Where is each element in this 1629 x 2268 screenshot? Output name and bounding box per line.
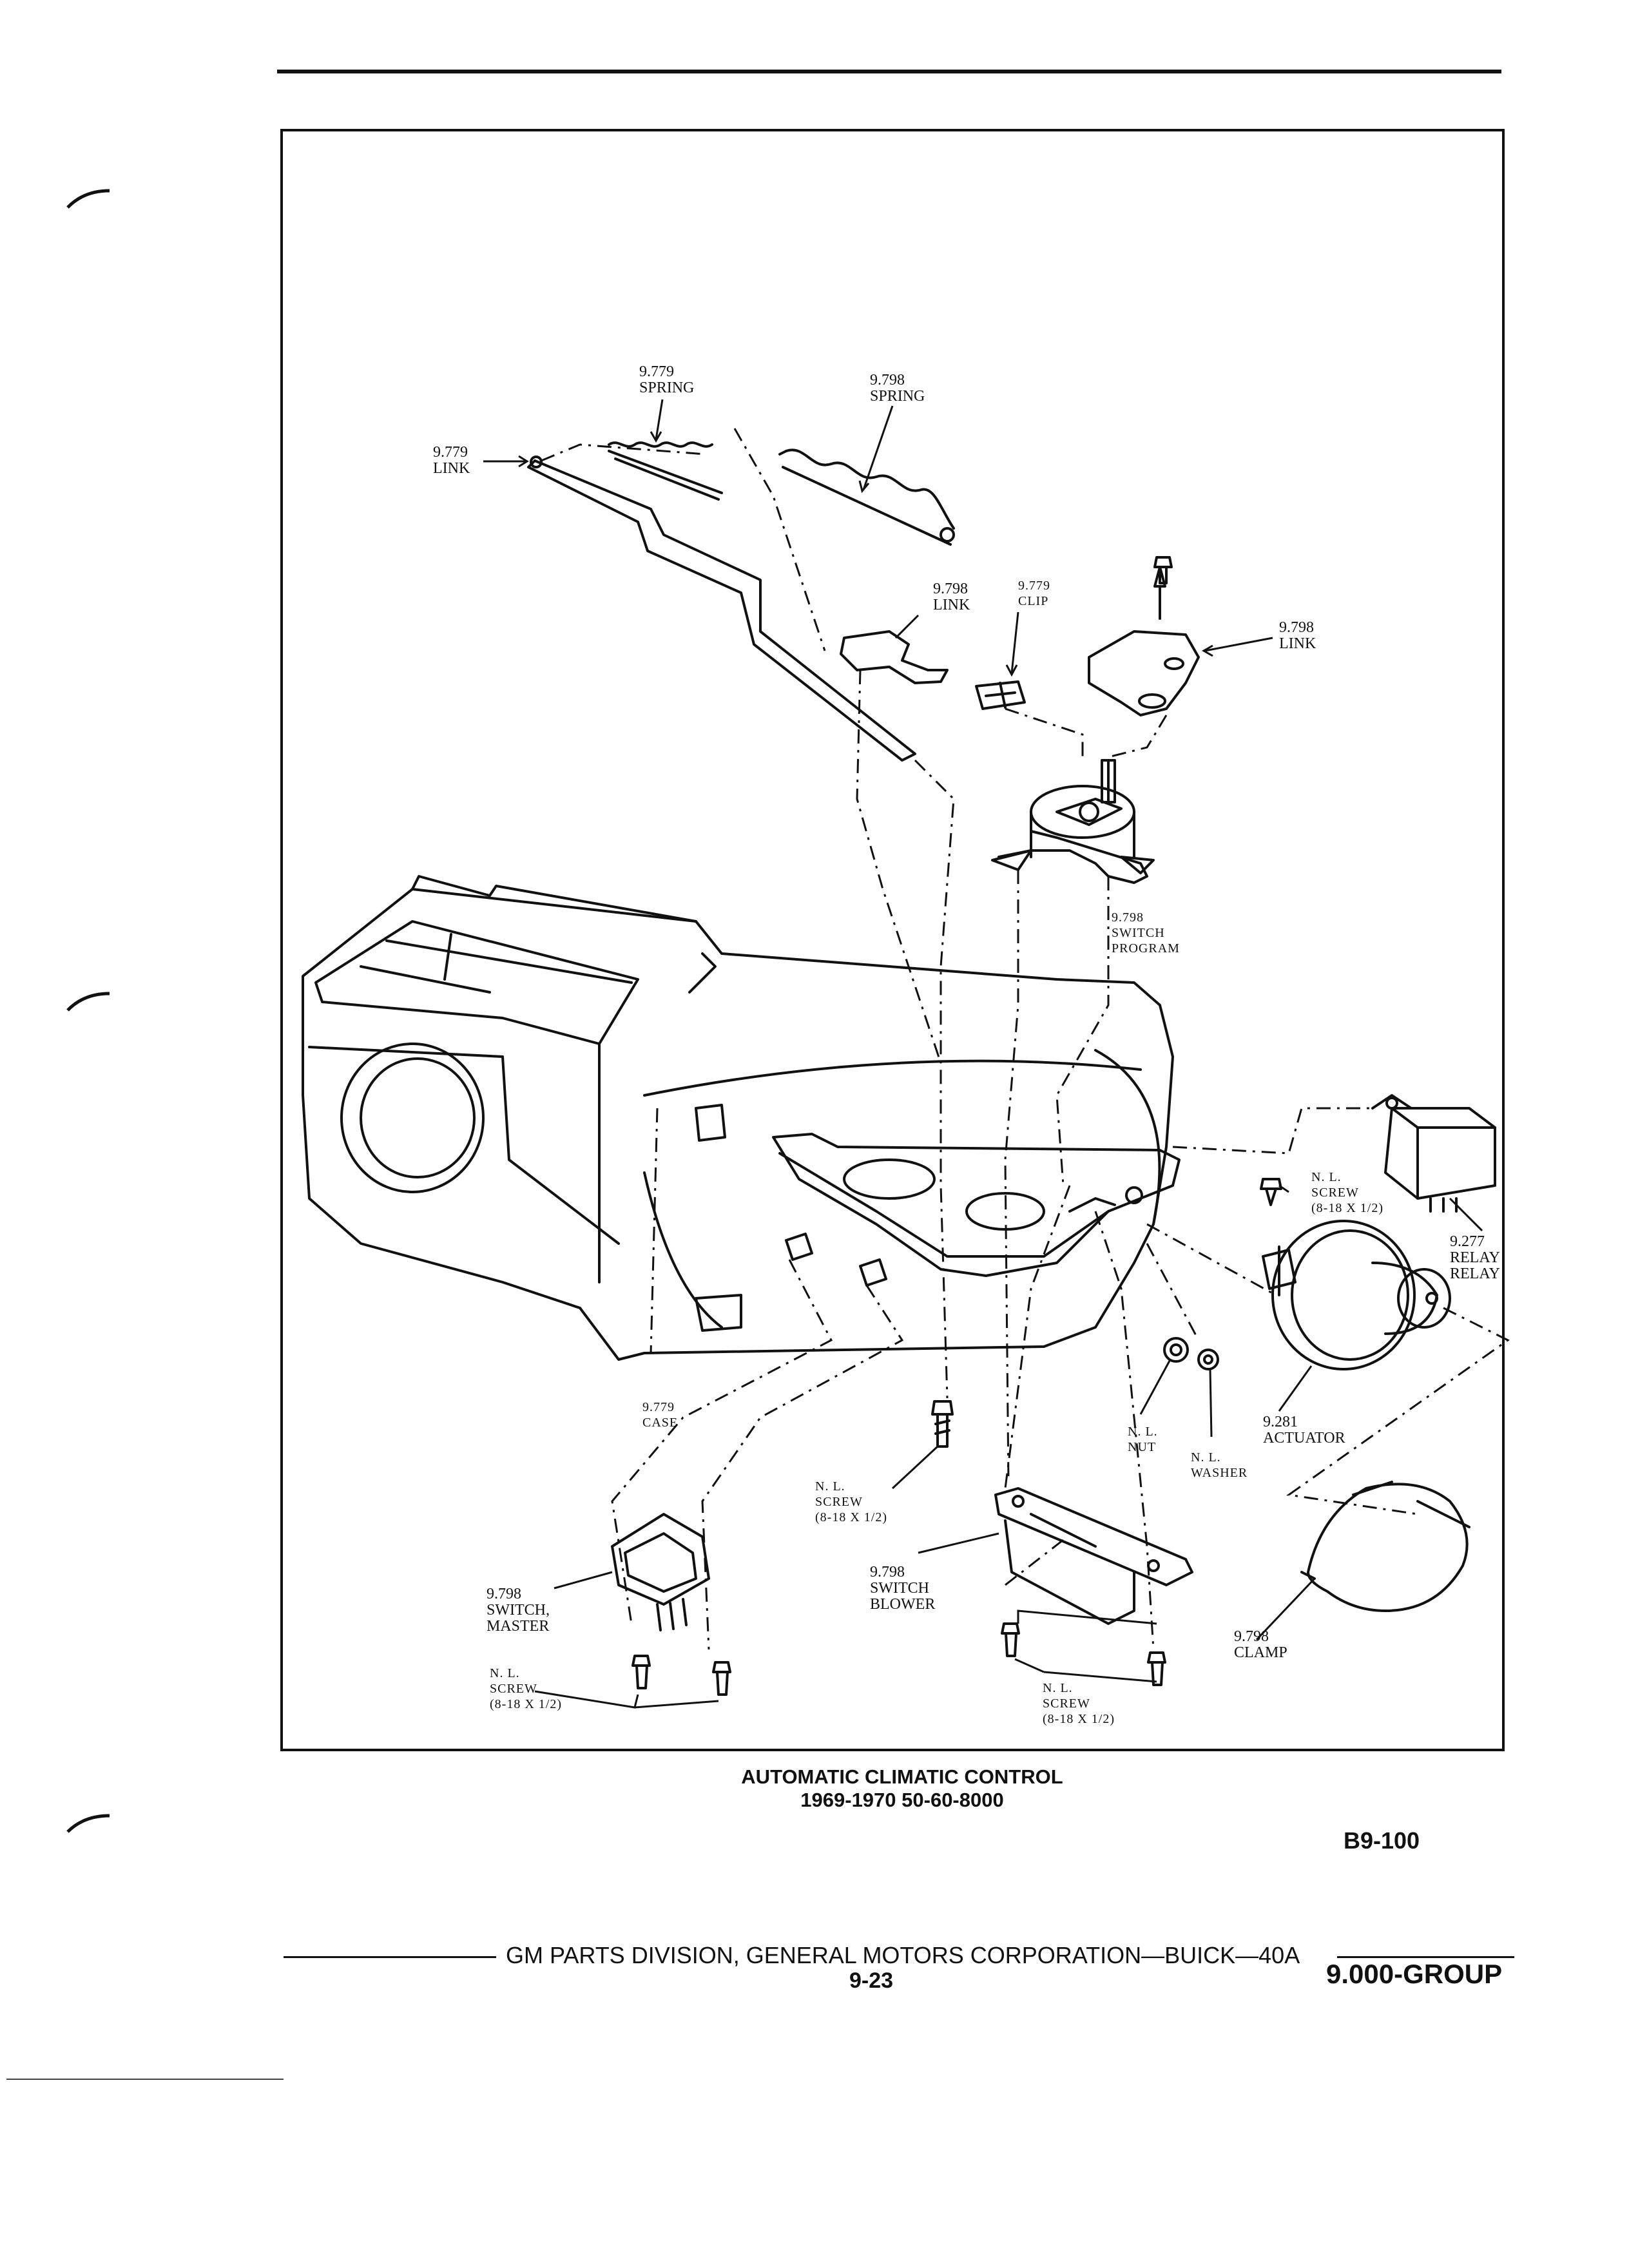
top-rule (277, 70, 1501, 73)
label-link-9798-mid: 9.798 LINK (933, 581, 970, 613)
leader-lines (483, 399, 1483, 1709)
clamp-part (1300, 1481, 1470, 1612)
spring-right (778, 448, 955, 546)
label-link-9779: 9.779 LINK (433, 444, 470, 477)
label-switch-blower: 9.798 SWITCH BLOWER (870, 1564, 936, 1613)
screw-bl2 (712, 1661, 731, 1696)
label-switch-master: 9.798 SWITCH, MASTER (487, 1586, 550, 1635)
washer-part (1197, 1349, 1219, 1370)
spring-left (608, 441, 723, 501)
label-switch-program: 9.798 SWITCH PROGRAM (1112, 910, 1180, 956)
relay-part (1371, 1094, 1496, 1213)
link-mid (840, 630, 949, 684)
footer-rule-right (1337, 1956, 1514, 1958)
label-case-9779: 9.779 CASE (642, 1400, 679, 1430)
label-screw-center: N. L. SCREW (8-18 x 1/2) (815, 1479, 887, 1524)
program-switch (991, 759, 1155, 884)
master-switch (611, 1513, 710, 1631)
bottom-edge-rule (6, 2079, 284, 2080)
label-washer: N. L. WASHER (1191, 1450, 1248, 1480)
label-clamp-9798: 9.798 CLAMP (1234, 1628, 1287, 1661)
screw-bl1 (631, 1655, 651, 1689)
caption-title: AUTOMATIC CLIMATIC CONTROL (741, 1765, 1063, 1788)
screw-center (931, 1400, 954, 1448)
link-right (1088, 566, 1200, 716)
clip-part (975, 680, 1026, 710)
caption-subtitle: 1969-1970 50-60-8000 (800, 1789, 1004, 1811)
label-nut: N. L. NUT (1128, 1425, 1158, 1454)
screw-br2 (1147, 1651, 1166, 1686)
screw-top (1153, 556, 1173, 584)
figure-id: B9-100 (1344, 1827, 1420, 1854)
label-link-9798-right: 9.798 LINK (1279, 619, 1316, 652)
label-actuator-9281: 9.281 ACTUATOR (1263, 1414, 1345, 1446)
blower-switch (994, 1487, 1193, 1625)
screw-br1 (1001, 1622, 1020, 1657)
label-screw-bottom-left: N. L. SCREW (8-18 x 1/2) (490, 1666, 562, 1711)
actuator-part (1262, 1220, 1451, 1370)
label-spring-9779: 9.779 SPRING (639, 363, 695, 396)
case-housing (302, 875, 1181, 1361)
footer-page-number: 9-23 (849, 1968, 894, 1993)
screw-relay (1260, 1178, 1282, 1206)
footer-division: GM PARTS DIVISION, GENERAL MOTORS CORPOR… (506, 1942, 1300, 1968)
label-screw-bottom-right: N. L. SCREW (8-18 x 1/2) (1043, 1681, 1115, 1726)
label-clip-9779: 9.779 CLIP (1018, 579, 1050, 608)
label-spring-9798: 9.798 SPRING (870, 372, 925, 405)
label-relay-9277: 9.277 RELAY RELAY (1450, 1233, 1500, 1282)
nut-part (1163, 1337, 1189, 1363)
footer-rule-left (284, 1956, 496, 1958)
alignment-lines (541, 428, 1510, 1650)
diagram-frame (280, 129, 1505, 1751)
footer-group: 9.000-GROUP (1326, 1959, 1503, 1989)
label-screw-relay: N. L. SCREW (8-18 x 1/2) (1311, 1170, 1383, 1215)
link-left (527, 456, 916, 762)
